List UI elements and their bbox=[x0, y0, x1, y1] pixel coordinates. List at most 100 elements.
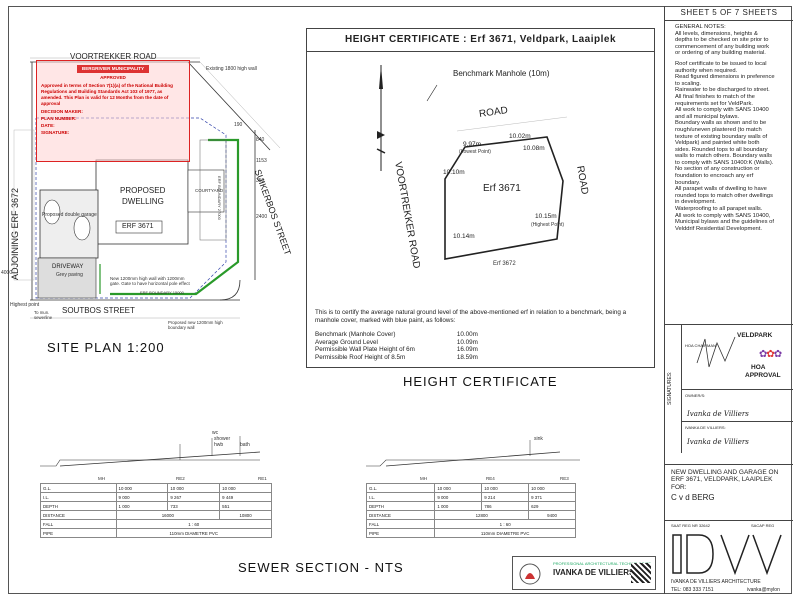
cell: 10 000 bbox=[167, 483, 221, 493]
divider bbox=[681, 421, 793, 422]
mh-left-2: RE2 bbox=[176, 476, 185, 481]
cell: 551 bbox=[219, 501, 272, 511]
cell: 9 267 bbox=[167, 492, 221, 502]
cell: 1 000 bbox=[434, 501, 483, 511]
hoa-approval-1: HOA bbox=[751, 364, 766, 371]
row-value: 10.09m bbox=[456, 338, 478, 346]
row-value: 18.59m bbox=[456, 353, 478, 361]
note-line: or ordering of any building material. bbox=[675, 50, 766, 57]
hoa-chairman-label: HOA CHAIRMAN: bbox=[685, 343, 718, 348]
proposed-wall-note: Proposed new 1200mm high boundary wall bbox=[168, 320, 223, 330]
owner-signature: Ivanka de Villiers bbox=[687, 410, 749, 418]
road-top-label: VOORTREKKER ROAD bbox=[70, 52, 157, 61]
cell: 733 bbox=[167, 501, 221, 511]
note-line: commencement of any building work bbox=[675, 43, 770, 50]
approval-status: APPROVED bbox=[100, 75, 126, 80]
note-line: Rainwater to be discharged to street. bbox=[675, 87, 770, 94]
sacap-reg: SACAP REG bbox=[751, 523, 775, 528]
cell: 10 000 bbox=[434, 483, 483, 493]
note-line: Waterproofing to all parapet walls. bbox=[675, 206, 763, 213]
approval-body: Approved in terms of Section 7(1)(a) of … bbox=[41, 83, 173, 106]
row-key: Permissible Roof Height of 8.5m bbox=[315, 353, 406, 361]
approval-municipality: BERGRIVIER MUNICIPALITY bbox=[77, 65, 149, 73]
note-line: Boundary walls as shown and to be bbox=[675, 120, 767, 127]
row-key: G.L. bbox=[40, 483, 117, 493]
cell: 9 449 bbox=[219, 492, 272, 502]
note-line: All work to comply with SANS 10400, bbox=[675, 212, 771, 219]
signatures-block: SIGNATURES: HOA CHAIRMAN: VELDPARK ✿✿✿ H… bbox=[665, 324, 793, 453]
saat-reg: SAAT REG NR 32642 bbox=[671, 523, 710, 528]
ivanka-signature: Ivanka de Villiers bbox=[687, 438, 749, 446]
dim-2: 840 bbox=[256, 137, 265, 143]
note-line: authority when required. bbox=[675, 67, 738, 74]
project-block: NEW DWELLING AND GARAGE ON ERF 3671, VEL… bbox=[665, 464, 793, 521]
cell: 1 : 60 bbox=[434, 519, 576, 529]
qr-code-icon bbox=[631, 563, 651, 583]
logo-name: IVANKA DE VILLIERS bbox=[553, 568, 635, 577]
mh-left-3: RE1 bbox=[258, 476, 267, 481]
owners-label: OWNER/S: bbox=[685, 393, 706, 398]
note-line: sides. Rounded tops to all boundary bbox=[675, 146, 768, 153]
cell: 9 214 bbox=[481, 492, 530, 502]
cell: 10 000 bbox=[528, 483, 576, 493]
row-key: FALL bbox=[40, 519, 117, 529]
row-key: I.L. bbox=[365, 492, 436, 502]
height-certificate-header: HEIGHT CERTIFICATE : Erf 3671, Veldpark,… bbox=[307, 29, 654, 52]
flower-logo-icon: ✿✿✿ bbox=[759, 349, 782, 360]
garage-label: Proposed double garage bbox=[42, 212, 97, 218]
approval-plan-number: PLAN NUMBER: bbox=[41, 116, 77, 121]
sewer-profiles bbox=[40, 436, 580, 467]
logo-tagline: PROFESSIONAL ARCHITECTURAL TECHNOLOGIST bbox=[553, 561, 651, 566]
cell: 9400 bbox=[528, 510, 576, 520]
signatures-label: SIGNATURES: bbox=[667, 371, 673, 405]
title-block-panel: SHEET 5 OF 7 SHEETS GENERAL NOTES: All l… bbox=[664, 6, 793, 594]
level-p1: 10.02m bbox=[509, 133, 531, 140]
note-line: depths to be checked on site prior to bbox=[675, 37, 769, 44]
cell: 110mm DIAMETRE PVC bbox=[115, 528, 273, 538]
approval-stamp: BERGRIVIER MUNICIPALITY APPROVED Approve… bbox=[36, 60, 190, 162]
project-title-1: NEW DWELLING AND GARAGE ON bbox=[671, 469, 779, 476]
cell: 10 000 bbox=[115, 483, 169, 493]
dim-1: 190 bbox=[234, 122, 243, 128]
driveway-label: DRIVEWAY bbox=[52, 264, 84, 270]
boundary-bottom-label: ERF BOUNDARY 15000 bbox=[140, 290, 184, 295]
note-line: Velddrif Residential Development. bbox=[675, 225, 763, 232]
sewer-left-fixture-4: bath bbox=[240, 442, 250, 448]
soutbos-label: SOUTBOS STREET bbox=[62, 306, 135, 315]
dim-3: 1153 bbox=[256, 158, 267, 164]
cell: 9 000 bbox=[115, 492, 169, 502]
highest-point-value: 10.15m bbox=[535, 213, 557, 220]
row-key: G.L. bbox=[365, 483, 436, 493]
firm-name: IVANKA DE VILLIERS ARCHITECTURE bbox=[671, 579, 761, 585]
level-p2: 10.08m bbox=[523, 145, 545, 152]
certificate-text: This is to certify the average natural g… bbox=[315, 309, 627, 324]
note-line: requirements set for VeldPark. bbox=[675, 100, 753, 107]
cell: 786 bbox=[481, 501, 530, 511]
mh-right-2: RE4 bbox=[486, 476, 495, 481]
cell: 629 bbox=[528, 501, 576, 511]
cell: 10 000 bbox=[219, 483, 272, 493]
sewer-left-fixture-3: hwb bbox=[214, 442, 224, 448]
mh-right-3: RE3 bbox=[560, 476, 569, 481]
dwelling-label-1: PROPOSED bbox=[120, 186, 166, 195]
note-line: foundation to encroach any erf bbox=[675, 173, 754, 180]
project-title-2: ERF 3671, VELDPARK, LAAIPLEK bbox=[671, 476, 773, 483]
note-line: to comply with SANS 10400:K (Walls). bbox=[675, 159, 774, 166]
sewer-section-title: SEWER SECTION - NTS bbox=[238, 560, 404, 575]
site-plan-drawing bbox=[13, 57, 281, 319]
note-line: rounded tops to match other dwellings bbox=[675, 192, 773, 199]
height-certificate: HEIGHT CERTIFICATE : Erf 3671, Veldpark,… bbox=[306, 28, 655, 368]
row-key: Average Ground Level bbox=[315, 338, 378, 346]
courtyard-label: COURTYARD bbox=[195, 188, 224, 193]
cell: 10800 bbox=[219, 510, 272, 520]
